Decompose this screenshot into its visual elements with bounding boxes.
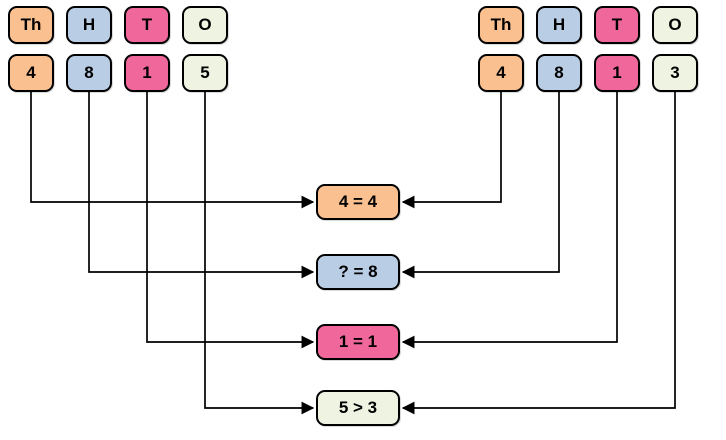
left-t-connector — [146, 92, 315, 349]
right-digit-hundreds: 8 — [536, 54, 582, 92]
left-digit-ones: 5 — [182, 54, 228, 92]
right-o-connector — [401, 92, 676, 415]
left-digit-thousands: 4 — [8, 54, 54, 92]
right-header-tens: T — [594, 6, 640, 44]
right-header-thousands: Th — [478, 6, 524, 44]
right-header-hundreds: H — [536, 6, 582, 44]
left-o-connector — [204, 92, 315, 415]
comparison-hundreds: ? = 8 — [316, 254, 400, 290]
comparison-ones: 5 > 3 — [316, 390, 400, 426]
right-digit-thousands: 4 — [478, 54, 524, 92]
right-t-connector — [401, 92, 618, 349]
left-digit-hundreds: 8 — [66, 54, 112, 92]
right-th-connector — [401, 92, 502, 209]
left-digit-tens: 1 — [124, 54, 170, 92]
left-header-tens: T — [124, 6, 170, 44]
right-h-connector — [401, 92, 560, 279]
comparison-thousands: 4 = 4 — [316, 184, 400, 220]
left-th-connector — [30, 92, 315, 209]
right-digit-ones: 3 — [652, 54, 698, 92]
left-header-ones: O — [182, 6, 228, 44]
left-h-connector — [88, 92, 315, 279]
comparison-tens: 1 = 1 — [316, 324, 400, 360]
right-header-ones: O — [652, 6, 698, 44]
left-header-hundreds: H — [66, 6, 112, 44]
right-digit-tens: 1 — [594, 54, 640, 92]
left-header-thousands: Th — [8, 6, 54, 44]
